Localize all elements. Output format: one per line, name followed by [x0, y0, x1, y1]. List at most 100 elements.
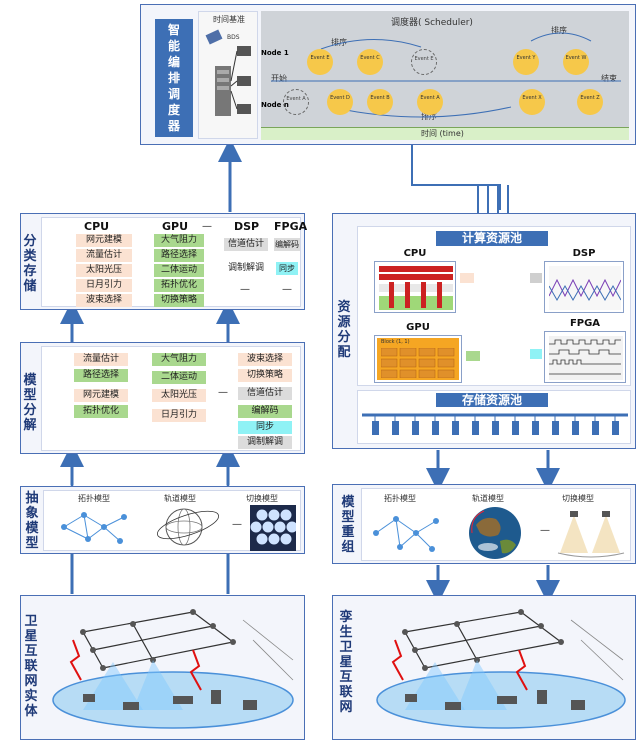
twin-panel: 孪生卫星互联网	[332, 595, 636, 740]
event-noden-4: Event A	[417, 89, 443, 115]
abstract-label-topology: 拓扑模型	[78, 494, 110, 503]
handover-hexagon-icon	[250, 505, 296, 551]
reassemble-dash: —	[540, 525, 550, 536]
decompose-col2-1: 大气阻力	[152, 353, 206, 366]
scheduler-title-box: 智能编排调度器	[155, 19, 193, 137]
decompose-inner: 流量估计 路径选择 网元建模 拓扑优化 大气阻力 二体运动 太阳光压 日月引力 …	[41, 346, 301, 451]
time-reference-label: 时间基准	[213, 15, 245, 24]
bds-label: BDS	[227, 34, 240, 41]
classify-gpu-4: 拓扑优化	[154, 279, 204, 292]
classify-cpu-2: 流量估计	[76, 249, 132, 262]
order-label-top-1: 排序	[331, 38, 347, 47]
scheduler-panel: 智能编排调度器 时间基准 BDS 调度器( Scheduler) Node 1 …	[140, 4, 636, 145]
reassemble-title: 模型重组	[341, 495, 355, 555]
compute-pool-box: 计算资源池 CPU DSP GPU Block (1, 1)	[357, 226, 631, 386]
classify-cpu-4: 日月引力	[76, 279, 132, 292]
cpu-connector-chip	[460, 273, 474, 283]
scheduler-flow-arrows	[271, 32, 621, 118]
scheduler-label: 调度器( Scheduler)	[391, 18, 473, 28]
event-noden-1: Event A	[283, 89, 309, 115]
abstract-dash: —	[232, 519, 242, 530]
dsp-chip-label: DSP	[572, 248, 596, 259]
order-label-top-2: 排序	[551, 26, 567, 35]
reassemble-label-orbit: 轨道模型	[472, 494, 504, 503]
dsp-chip: DSP	[544, 248, 624, 313]
decompose-col2-3: 太阳光压	[152, 389, 206, 402]
reassemble-label-handover: 切换模型	[562, 494, 594, 503]
abstract-panel: 抽象模型 拓扑模型 轨道模型 切换模型 —	[20, 486, 305, 554]
decompose-col3-6: 调制解调	[238, 436, 292, 449]
classify-cpu-3: 太阳光压	[76, 264, 132, 277]
decompose-col3-4: 编解码	[238, 405, 292, 418]
abstract-title: 抽象模型	[25, 491, 39, 551]
event-node1-5: Event W	[563, 49, 589, 75]
storage-bus-graphic	[362, 413, 628, 435]
decompose-col3-2: 切换策略	[238, 369, 292, 382]
gpu-chip: GPU Block (1, 1)	[374, 322, 462, 383]
twin-title: 孪生卫星互联网	[339, 610, 353, 715]
storage-pool-box: 存储资源池	[357, 390, 631, 444]
earth-globe-icon	[469, 507, 521, 559]
event-node1-2: Event C	[357, 49, 383, 75]
decompose-col1-1: 流量估计	[74, 353, 128, 366]
decompose-col2-4: 日月引力	[152, 409, 206, 422]
classify-dash-1: —	[202, 221, 212, 232]
node1-label: Node 1	[261, 49, 289, 57]
classify-fpga-2: 同步	[276, 262, 298, 275]
time-axis	[261, 127, 629, 140]
event-noden-3: Event B	[367, 89, 393, 115]
decompose-col3-1: 波束选择	[238, 353, 292, 366]
entity-title: 卫星互联网实体	[24, 614, 38, 719]
classify-gpu-2: 路径选择	[154, 249, 204, 262]
classify-cpu-5: 波束选择	[76, 294, 132, 307]
classify-header-dsp: DSP	[234, 220, 260, 233]
fpga-connector-chip	[530, 349, 542, 359]
decompose-col3-5: 同步	[238, 421, 292, 434]
event-noden-2: Event D	[327, 89, 353, 115]
classify-cpu-1: 网元建模	[76, 234, 132, 247]
event-noden-5: Event X	[519, 89, 545, 115]
decompose-col1-4: 拓扑优化	[74, 405, 128, 418]
orbit-sphere-icon	[157, 508, 219, 546]
entity-panel: 卫星互联网实体	[20, 595, 305, 740]
cpu-grid-graphic	[379, 266, 453, 310]
handover-beam-icon	[557, 511, 625, 558]
time-reference-box: 时间基准 BDS	[198, 11, 258, 139]
gpu-block-area: Block (1, 1)	[377, 338, 459, 380]
scheduler-area: 调度器( Scheduler) Node 1 Node n 开始 结束 排序 排…	[261, 11, 629, 140]
satellite-network-illustration	[52, 609, 294, 729]
line-scheduler-to-pool	[411, 145, 501, 210]
classify-header-cpu: CPU	[84, 220, 110, 233]
classify-gpu-5: 切换策略	[154, 294, 204, 307]
classify-header-fpga: FPGA	[274, 220, 308, 233]
decompose-col1-2: 路径选择	[74, 369, 128, 382]
classify-dash-2: —	[240, 284, 250, 295]
topology-graph-icon	[61, 512, 127, 544]
gpu-chip-label: GPU	[406, 322, 430, 333]
classify-dsp-2: 调制解调	[227, 263, 264, 273]
cpu-chip: CPU	[374, 248, 456, 313]
decompose-title: 模型分解	[23, 373, 37, 433]
event-node1-1: Event E	[307, 49, 333, 75]
compute-pool-bar: 计算资源池	[436, 231, 548, 246]
resource-panel: 资源分配 计算资源池 CPU DSP GPU Bl	[332, 213, 636, 449]
abstract-label-handover: 切换模型	[246, 494, 278, 503]
classify-dash-3: —	[282, 284, 292, 295]
server-icon	[205, 29, 251, 116]
dsp-connector-chip	[530, 273, 542, 283]
fpga-chip: FPGA	[544, 318, 626, 383]
reassemble-label-topology: 拓扑模型	[384, 494, 416, 503]
decompose-col3-3: 信道估计	[238, 387, 292, 400]
fpga-chip-label: FPGA	[569, 318, 601, 329]
scheduler-title: 智能编排调度器	[167, 23, 180, 133]
gpu-connector-chip	[466, 351, 480, 361]
time-axis-label: 时间 (time)	[421, 129, 464, 138]
decompose-panel: 模型分解 流量估计 路径选择 网元建模 拓扑优化 大气阻力 二体运动 太阳光压 …	[20, 342, 305, 454]
cpu-chip-label: CPU	[403, 248, 427, 259]
classify-title: 分类存储	[23, 234, 37, 294]
reassemble-inner: 拓扑模型 轨道模型 切换模型 —	[361, 488, 631, 561]
decompose-col2-2: 二体运动	[152, 371, 206, 384]
reassemble-topology-icon	[373, 516, 439, 552]
twin-network-illustration	[376, 609, 626, 729]
gpu-thread-grid	[381, 348, 455, 378]
